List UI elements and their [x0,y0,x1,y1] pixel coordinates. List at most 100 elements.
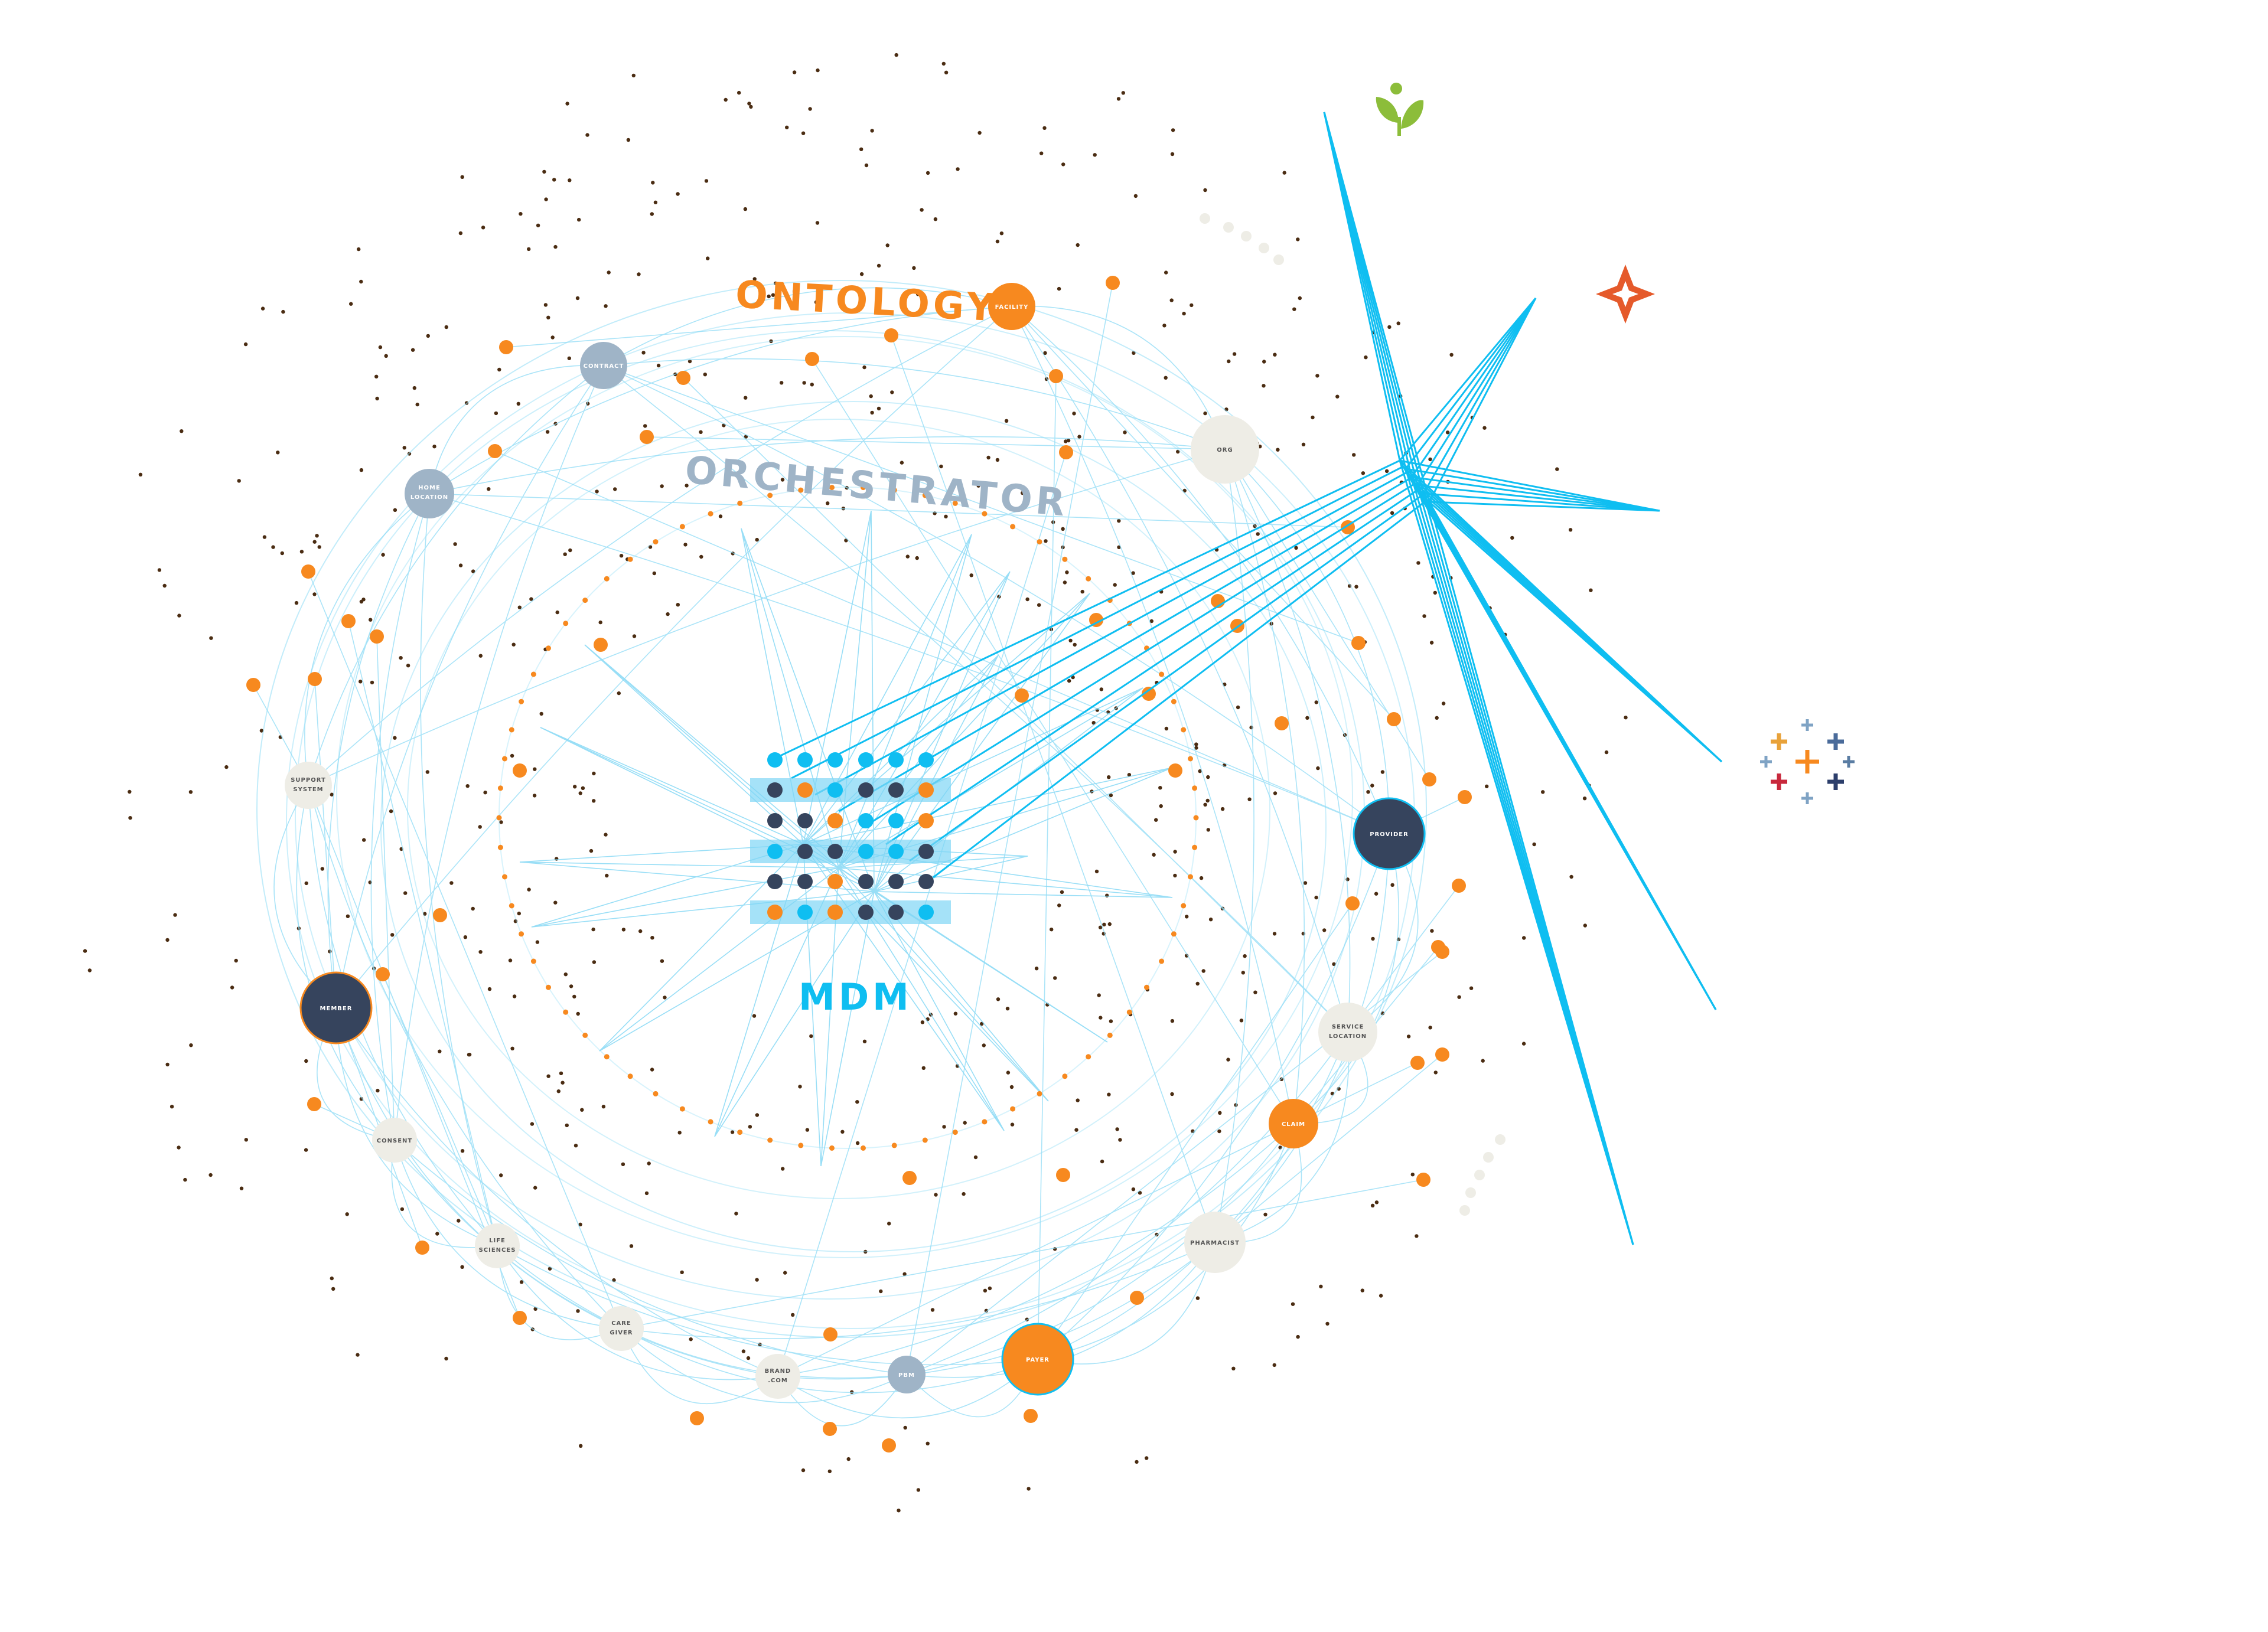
scatter-dot [320,867,324,871]
scatter-dot [920,1020,925,1024]
scatter-dot [280,551,284,556]
scatter-dot [601,1105,606,1109]
scatter-dot [1430,929,1434,933]
scatter-dot [730,1130,735,1134]
mdm-matrix [750,752,951,924]
scatter-dot [1624,716,1628,720]
scatter-dot [519,212,523,216]
inner-ring-dot [1062,556,1068,562]
scatter-dot [1152,853,1156,857]
scatter-dot [1060,890,1064,895]
inner-ring-dot [1159,671,1165,677]
scatter-dot [859,272,864,276]
scatter-dot [478,825,482,829]
node-service-location-label-1: SERVICE [1332,1024,1364,1030]
scatter-dot [1217,1129,1221,1134]
scatter-dot [438,1049,442,1053]
entity-link [308,785,622,1329]
scatter-dot [345,1212,349,1216]
scatter-dot [963,1121,967,1125]
inner-ring-dot [679,524,685,530]
scatter-dot [458,563,463,567]
scatter-dot [656,363,661,368]
scatter-dot [467,1053,471,1057]
scatter-dot [676,192,680,196]
scatter-dot [1384,469,1389,474]
node-brand-com-label-2: .COM [768,1378,788,1384]
scatter-dot [706,256,710,260]
inner-ring-dot [519,699,524,704]
entity-link [497,1245,778,1380]
scatter-dot [621,1162,625,1167]
scatter-dot [478,950,483,954]
scatter-dot [1057,286,1061,291]
spoke-line [531,867,839,928]
scatter-dot [1109,793,1113,798]
scatter-dot [780,478,785,482]
orange-node [499,340,513,354]
scatter-dot [613,487,617,491]
scatter-dot [304,1059,308,1063]
scatter-dot [638,929,643,933]
node-contract-label: CONTRACT [584,363,624,370]
entity-link [621,1328,778,1404]
scatter-dot [870,410,874,415]
mdm-cell-dot [827,782,843,798]
mdm-cell-dot [918,874,934,889]
node-home-location: HOME LOCATION [405,469,454,518]
scatter-dot [481,226,485,230]
scatter-dot [785,125,789,129]
node-service-location-label-2: LOCATION [1329,1033,1367,1040]
scatter-dot [529,597,533,601]
entity-link [348,621,498,1246]
scatter-dot [1322,928,1327,932]
inner-ring-dot [891,1143,897,1148]
inner-ring-dot [767,492,773,498]
mdm-row-highlight [750,840,951,863]
scatter-dot [1387,325,1392,329]
entity-link [308,785,498,1246]
scatter-dot [783,1271,787,1275]
scatter-dot [944,70,949,75]
scatter-dot [374,374,379,378]
spoke-line [803,655,999,845]
scatter-dot [1091,721,1096,725]
scatter-dot [516,402,520,406]
entity-link [429,364,604,494]
scatter-dot [1164,726,1169,731]
scatter-dot [1118,1138,1122,1142]
scatter-dot [177,1145,181,1150]
mdm-row-highlight [750,900,951,924]
scatter-dot [162,583,167,588]
scatter-dot [1154,818,1158,822]
scatter-dot [1374,1200,1379,1205]
scatter-dot [999,231,1004,236]
scatter-dot [598,620,602,625]
spoke-line [874,891,1173,898]
scatter-dot [403,891,408,895]
scatter-dot [1074,1128,1078,1132]
scatter-dot [885,243,889,247]
scatter-dot [579,1444,583,1448]
entity-link [1037,903,1353,1360]
scatter-dot [487,487,491,491]
scatter-dot [224,765,229,769]
scatter-dot [1236,705,1240,710]
scatter-dot [801,131,806,135]
orange-node [1452,879,1466,893]
inner-ring-dot [496,815,502,821]
scatter-dot [1105,893,1109,897]
scatter-dot [801,1468,806,1473]
scatter-dot [527,887,531,892]
scatter-dot [744,435,748,439]
scatter-dot [499,1173,503,1177]
scatter-dot [1068,638,1073,643]
scatter-dot [423,912,427,916]
scatter-dot [1296,1334,1300,1339]
scatter-dot [973,1155,978,1160]
scatter-dot [230,985,234,990]
scatter-dot [1390,511,1394,515]
inner-ring-dot [1193,815,1199,821]
scatter-dot [561,1081,565,1085]
scatter-dot [941,61,946,66]
